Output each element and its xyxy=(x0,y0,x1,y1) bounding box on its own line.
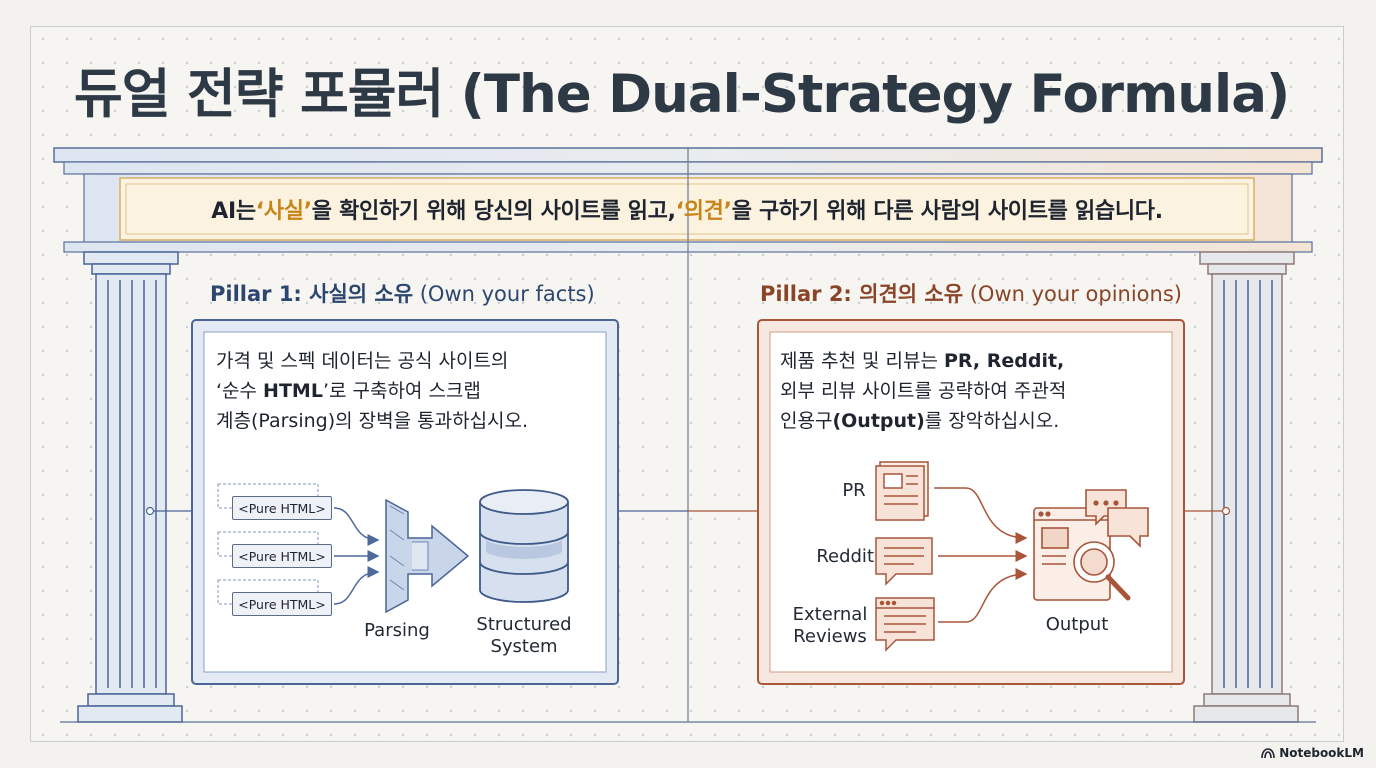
output-label: Output xyxy=(1045,614,1109,635)
pillar1-desc-line2-pre: ‘순수 xyxy=(216,380,264,402)
pillar1-desc-line2-bold: HTML xyxy=(263,380,323,402)
pillar2-desc-line1: 제품 추천 및 리뷰는 PR, Reddit, xyxy=(780,346,1160,376)
pillar1-desc-line3: 계층(Parsing)의 장벽을 통과하십시오. xyxy=(216,410,529,432)
pillar2-desc-line3-bold: (Output) xyxy=(832,410,925,432)
pillar2-desc-line3-post: 를 장악하십시오. xyxy=(924,410,1060,432)
right-column xyxy=(1193,251,1299,723)
pillar1-desc-line2: ‘순수 HTML’로 구축하여 스크랩 xyxy=(216,376,596,406)
pillar1-heading: Pillar 1: 사실의 소유 (Own your facts) xyxy=(210,278,595,308)
pillar2-heading: Pillar 2: 의견의 소유 (Own your opinions) xyxy=(760,278,1182,308)
source-pr-label: PR xyxy=(842,480,866,501)
external-reviews-icon xyxy=(875,597,935,652)
pillar1-heading-rest: (Own your facts) xyxy=(413,282,595,306)
pillar2-desc-line3-pre: 인용구 xyxy=(780,410,833,432)
pillar2-desc-line2: 외부 리뷰 사이트를 공략하여 주관적 xyxy=(780,380,1067,402)
tag-arrows xyxy=(333,507,380,605)
banner-statement: AI는 ‘사실’을 확인하기 위해 당신의 사이트를 읽고, ‘의견’을 구하기… xyxy=(122,180,1252,238)
pillar2-description: 제품 추천 및 리뷰는 PR, Reddit, 외부 리뷰 사이트를 공략하여 … xyxy=(780,346,1160,436)
pillar2-desc-line3: 인용구(Output)를 장악하십시오. xyxy=(780,406,1160,436)
source-external-reviews-label: External Reviews xyxy=(782,604,878,648)
pure-html-tag: <Pure HTML> xyxy=(232,544,332,568)
source-arrows xyxy=(934,487,1028,623)
pillar2-heading-rest: (Own your opinions) xyxy=(963,282,1182,306)
banner-text-1: AI는 xyxy=(211,199,256,224)
output-icon xyxy=(1033,489,1149,601)
pillar1-heading-bold: Pillar 1: 사실의 소유 xyxy=(210,282,414,306)
banner-text-2: 을 확인하기 위해 당신의 사이트를 읽고, xyxy=(311,199,676,224)
left-column xyxy=(77,251,183,723)
source-external-label-line1: External xyxy=(792,604,868,625)
reddit-chat-icon xyxy=(875,537,933,586)
pillar1-desc-line1: 가격 및 스펙 데이터는 공식 사이트의 xyxy=(216,350,509,372)
pr-document-icon xyxy=(875,461,929,521)
pillar1-description: 가격 및 스펙 데이터는 공식 사이트의 ‘순수 HTML’로 구축하여 스크랩… xyxy=(216,346,596,436)
banner-highlight-facts: ‘사실’ xyxy=(255,199,312,224)
page-title: 듀얼 전략 포뮬러 (The Dual-Strategy Formula) xyxy=(74,64,1290,125)
pillar1-desc-line2-post: ’로 구축하여 스크랩 xyxy=(322,380,481,402)
structured-system-label-line2: System xyxy=(490,636,558,657)
pillar2-desc-line1-pre: 제품 추천 및 리뷰는 xyxy=(780,350,944,372)
pillar2-desc-line1-bold: PR, Reddit, xyxy=(944,350,1065,372)
banner-text-3: 을 구하기 위해 다른 사람의 사이트를 읽습니다. xyxy=(731,199,1163,224)
parsing-label: Parsing xyxy=(364,620,430,641)
notebooklm-logo: NotebookLM xyxy=(1261,746,1364,760)
source-external-label-line2: Reviews xyxy=(793,626,867,647)
notebooklm-logo-text: NotebookLM xyxy=(1279,746,1364,760)
pure-html-tag: <Pure HTML> xyxy=(232,496,332,520)
banner-highlight-opinions: ‘의견’ xyxy=(675,199,732,224)
pure-html-tag: <Pure HTML> xyxy=(232,592,332,616)
parsing-icon xyxy=(385,498,470,614)
pillar2-heading-bold: Pillar 2: 의견의 소유 xyxy=(760,282,964,306)
structured-system-label: Structured System xyxy=(470,614,578,658)
database-icon xyxy=(479,489,569,603)
notebooklm-logo-icon xyxy=(1261,747,1275,758)
structured-system-label-line1: Structured xyxy=(476,614,572,635)
source-reddit-label: Reddit xyxy=(816,546,874,567)
